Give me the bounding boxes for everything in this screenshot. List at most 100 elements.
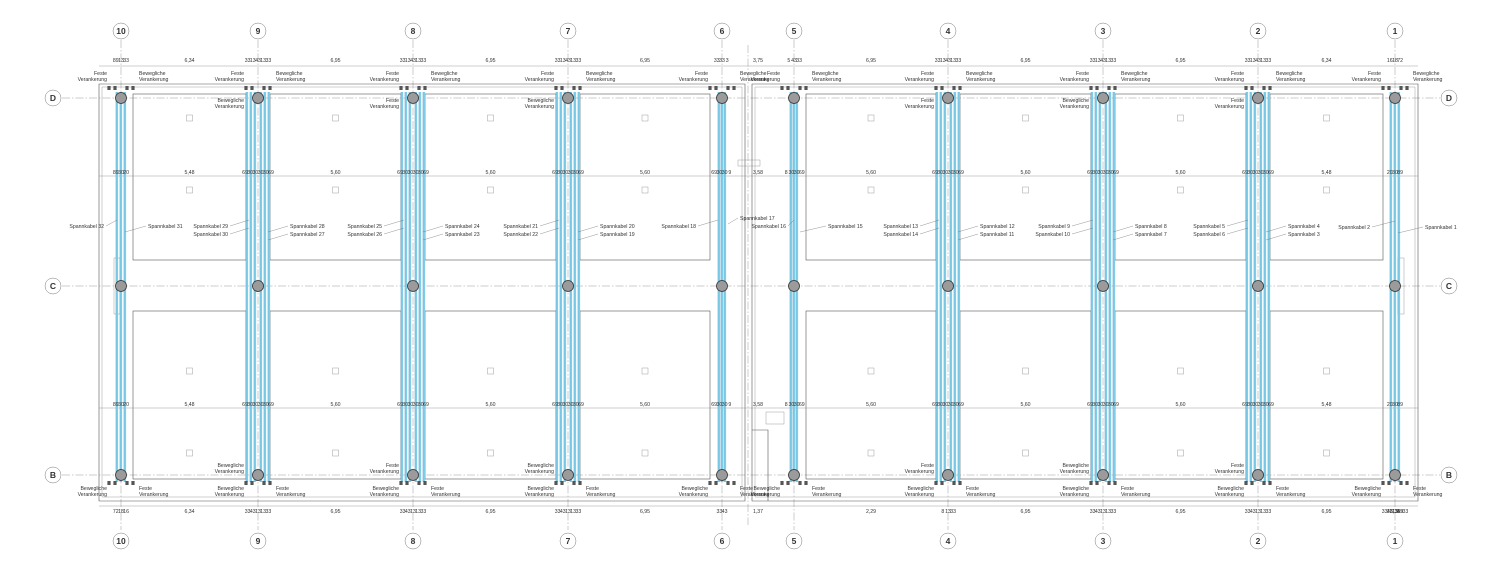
axis-label-top: 2: [1256, 26, 1261, 36]
dimension-value: 6,95: [330, 58, 340, 64]
dimension-value: 69: [1268, 170, 1274, 176]
dimension-value: 33: [1266, 58, 1272, 64]
dimension-value: 13: [405, 58, 411, 64]
columns-layer: [107, 86, 1409, 485]
dimension-value: 30: [943, 402, 949, 408]
anchor-top: [786, 86, 790, 90]
dimension-value: 30: [953, 170, 959, 176]
anchor-top: [1405, 86, 1409, 90]
anchorage-label-line2: Verankerung: [966, 77, 996, 83]
dimension-value: 30: [1108, 402, 1114, 408]
dimension-value: 5,48: [1321, 170, 1331, 176]
dimension-value: 6,95: [1175, 58, 1185, 64]
dimension-value: 69: [1242, 402, 1248, 408]
dimension-value: 13: [945, 509, 951, 515]
dimension-value: 20: [123, 170, 129, 176]
anchor-bottom: [714, 481, 718, 485]
column-3B: [1097, 469, 1109, 481]
anchor-top: [1244, 86, 1248, 90]
anchorage-label-line1: Feste: [921, 71, 934, 77]
anchor-bottom: [786, 481, 790, 485]
anchor-top: [804, 86, 808, 90]
insert-mark: [332, 114, 339, 122]
axis-bubble-bottom: [713, 532, 731, 550]
column-8D: [407, 92, 419, 104]
anchor-bottom: [958, 481, 962, 485]
dimension-value: 69: [1242, 170, 1248, 176]
axis-label-top: 7: [566, 26, 571, 36]
tendon-label-8: Spannkabel 8: [1112, 224, 1167, 233]
tendon-leader-line: [957, 225, 979, 233]
anchorage-label-line1: Feste: [94, 71, 107, 77]
tendon-label-3: Spannkabel 3: [1265, 232, 1320, 241]
tendon-leader-line: [919, 219, 940, 227]
tendon-label-15: Spannkabel 15: [799, 224, 863, 233]
tendon-leader-line: [1112, 233, 1134, 241]
anchorage-label-line2: Verankerung: [276, 77, 306, 83]
tendon-label-30: Spannkabel 30: [193, 227, 250, 238]
tendon-label-7: Spannkabel 7: [1112, 232, 1167, 241]
tendon-label-text: Spannkabel 3: [1288, 232, 1320, 238]
anchor-bottom: [399, 481, 403, 485]
anchorage-label-line1: Feste: [386, 463, 399, 469]
dimension-value: 30: [557, 170, 563, 176]
anchorage-label-line1: Feste: [231, 71, 244, 77]
anchorage-label-line2: Verankerung: [370, 104, 400, 110]
axis-label-bottom: 6: [720, 536, 725, 546]
dimension-value: 69: [552, 402, 558, 408]
dimension-value: 20: [1387, 170, 1393, 176]
tendon-leader-line: [267, 225, 289, 233]
anchor-bottom: [726, 481, 730, 485]
anchor-top: [958, 86, 962, 90]
tendon-label-22: Spannkabel 22: [503, 227, 560, 238]
anchor-bottom: [934, 481, 938, 485]
anchorage-label-line1: Bewegliche: [372, 486, 399, 492]
axis-label-top: 10: [116, 26, 126, 36]
row-label-left: D: [50, 93, 56, 103]
tendon-label-text: Spannkabel 2: [1338, 225, 1370, 231]
tendon-label-text: Spannkabel 23: [445, 232, 480, 238]
anchorage-label-line1: Feste: [1231, 71, 1244, 77]
joint-notch: [752, 429, 769, 501]
tendon-label-text: Spannkabel 13: [883, 224, 918, 230]
dimension-value: 16: [123, 509, 129, 515]
dimension-value: 33: [1387, 509, 1393, 515]
anchor-bottom: [780, 481, 784, 485]
anchorage-label-line2: Verankerung: [905, 492, 935, 498]
dimension-value: 30: [563, 170, 569, 176]
tendon-label-6: Spannkabel 6: [1193, 227, 1249, 238]
dimension-value: 33: [421, 58, 427, 64]
tendon-leader-line: [267, 233, 289, 241]
dimension-value: 33: [576, 509, 582, 515]
dimension-value: 30: [573, 170, 579, 176]
anchorage-label-line2: Verankerung: [966, 492, 996, 498]
dimension-value: 30: [557, 402, 563, 408]
dimension-value: 30: [937, 170, 943, 176]
tendon-label-text: Spannkabel 7: [1135, 232, 1167, 238]
dimension-value: 30: [573, 402, 579, 408]
anchorage-label-line2: Verankerung: [78, 492, 108, 498]
anchor-top: [560, 86, 564, 90]
anchor-top: [405, 86, 409, 90]
dimension-value: 33: [576, 58, 582, 64]
anchor-top: [244, 86, 248, 90]
row-bubble-right: [1440, 466, 1458, 484]
column-2C: [1252, 280, 1264, 292]
anchor-bottom: [1095, 481, 1099, 485]
anchor-bottom: [107, 481, 111, 485]
tendon-label-text: Spannkabel 26: [347, 232, 382, 238]
tendon-label-29: Spannkabel 29: [193, 219, 250, 230]
dimension-value: 9: [728, 402, 731, 408]
tendon-label-text: Spannkabel 25: [347, 224, 382, 230]
dimension-value: 30: [948, 402, 954, 408]
anchorage-label-line2: Verankerung: [1215, 492, 1245, 498]
dimension-value: 43: [1095, 509, 1101, 515]
dimension-value: 69: [578, 402, 584, 408]
dimension-value: 13: [1260, 509, 1266, 515]
anchorage-label-line1: Bewegliche: [1062, 486, 1089, 492]
